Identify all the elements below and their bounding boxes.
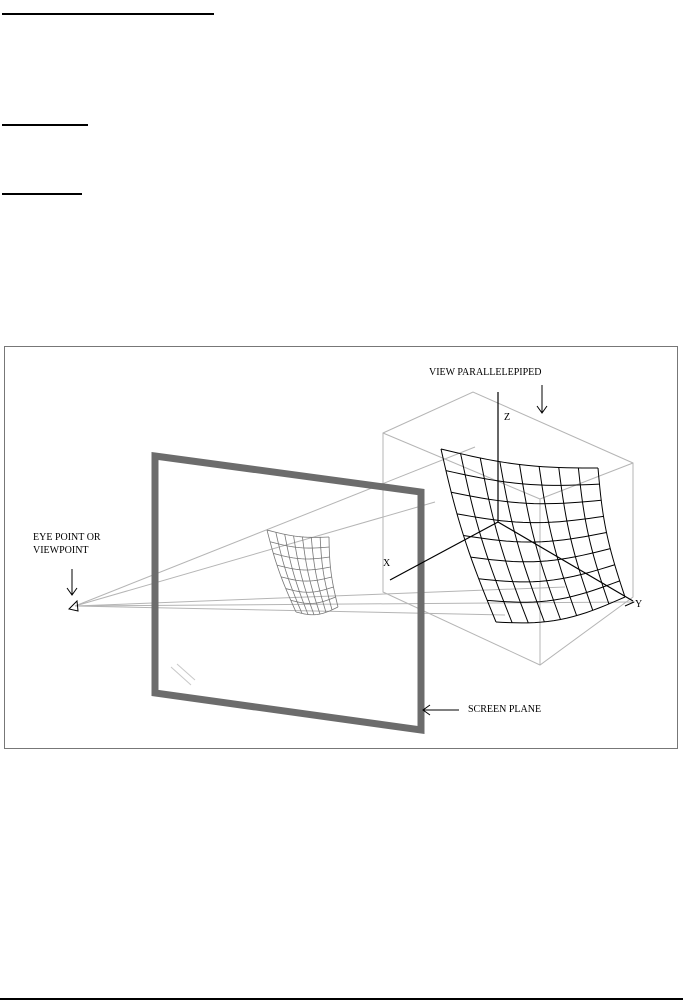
mesh-line bbox=[302, 536, 321, 615]
mesh-line bbox=[558, 467, 594, 611]
heading-underline-1 bbox=[2, 13, 214, 15]
mesh-line bbox=[470, 548, 611, 563]
screen-plane-label: SCREEN PLANE bbox=[468, 704, 542, 715]
projected-mesh bbox=[266, 529, 339, 616]
projection-rays bbox=[74, 446, 636, 616]
mesh-line bbox=[293, 535, 315, 615]
mesh-line bbox=[285, 586, 334, 593]
eye-point-label-line1: EYE POINT OR bbox=[33, 532, 101, 543]
screen-plane-shading bbox=[170, 663, 196, 686]
heading-underline-2 bbox=[2, 124, 88, 126]
coordinate-axes bbox=[389, 392, 634, 602]
annotation-arrows bbox=[66, 385, 635, 716]
z-axis-label: Z bbox=[504, 412, 511, 423]
mesh-line bbox=[273, 553, 330, 560]
mesh-line bbox=[577, 467, 610, 605]
eye-point-label-line2: VIEWPOINT bbox=[33, 545, 89, 556]
mesh-line bbox=[295, 606, 339, 616]
mesh-line bbox=[284, 534, 309, 615]
mesh-line bbox=[290, 596, 336, 604]
mesh-line bbox=[281, 576, 332, 582]
surface-mesh bbox=[440, 448, 626, 624]
view-parallelepiped-label: VIEW PARALLELEPIPED bbox=[429, 367, 542, 378]
mesh-line bbox=[275, 532, 303, 614]
footer-rule bbox=[0, 998, 683, 1000]
y-axis-label: Y bbox=[635, 599, 643, 610]
mesh-line bbox=[440, 448, 497, 623]
mesh-line bbox=[463, 532, 607, 543]
y-axis-line bbox=[497, 521, 634, 602]
mesh-line bbox=[538, 466, 578, 616]
eye-icon bbox=[68, 599, 79, 612]
mesh-line bbox=[319, 537, 333, 610]
mesh-line bbox=[478, 564, 615, 583]
mesh-line bbox=[276, 564, 331, 571]
mesh-line bbox=[495, 596, 626, 624]
view-parallelepiped bbox=[382, 391, 634, 666]
x-axis-line bbox=[389, 521, 499, 581]
mesh-line bbox=[266, 529, 297, 613]
perspective-diagram bbox=[66, 385, 636, 735]
mesh-line bbox=[310, 537, 327, 613]
mesh-line bbox=[597, 467, 626, 598]
mesh-line bbox=[328, 536, 339, 608]
mesh-line bbox=[487, 580, 620, 603]
mesh-line bbox=[269, 541, 330, 549]
mesh-line bbox=[266, 529, 330, 538]
screen-plane-frame bbox=[151, 451, 425, 735]
heading-underline-3 bbox=[2, 193, 82, 195]
x-axis-label: X bbox=[383, 558, 391, 569]
perspective-projection-figure: VIEW PARALLELEPIPED Z X Y EYE POINT OR V… bbox=[4, 346, 678, 749]
